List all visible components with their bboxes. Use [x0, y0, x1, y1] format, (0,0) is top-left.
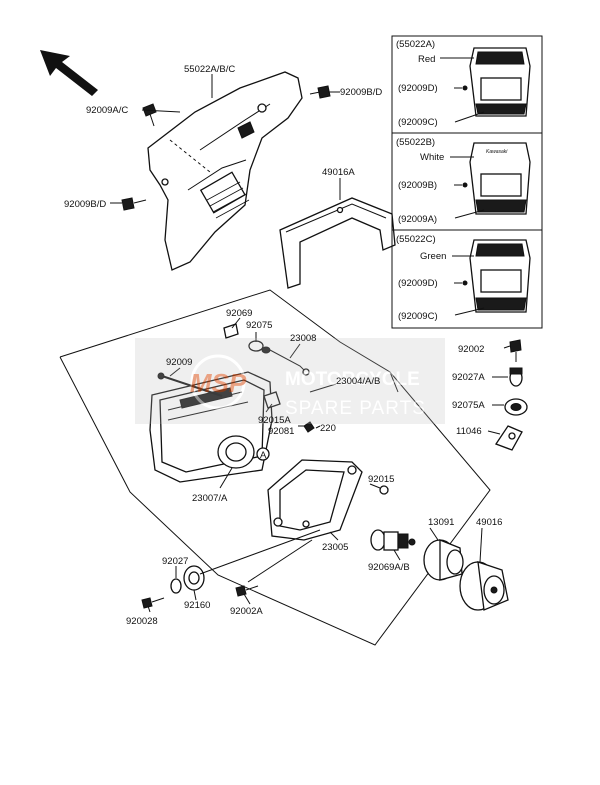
- watermark-badge: MSP: [190, 368, 247, 398]
- screw-920028: [141, 597, 165, 609]
- screw-220: [303, 421, 315, 433]
- grommet-92027: [170, 578, 182, 594]
- inset-a-screw-c: (92009C): [398, 117, 438, 128]
- bulb-92069ab: [370, 529, 416, 551]
- inset-b-kawasaki-mark: Kawasaki: [486, 149, 508, 155]
- screw-92002a: [235, 585, 259, 597]
- screw-92009bd-left: [121, 197, 147, 211]
- inset-c-title: (55022C): [396, 234, 436, 245]
- front-direction-arrow-icon: [40, 50, 98, 96]
- watermark-line1: MOTORCYCLE: [285, 369, 420, 390]
- label-11046: 11046: [456, 426, 482, 437]
- clip-92069: [223, 323, 239, 339]
- screw-92009bd-top: [309, 85, 331, 99]
- nut-92015: [379, 485, 389, 495]
- bolt-92002: [509, 339, 522, 362]
- inset-b-screw-b: (92009B): [398, 180, 437, 191]
- dust-cover-49016: [459, 561, 509, 611]
- upper-cowl: [147, 71, 303, 271]
- screw-92009ac: [142, 103, 157, 127]
- label-920028: 920028: [126, 616, 158, 627]
- labels: 55022A/B/C 92009A/C 92009B/D 92009B/D 49…: [64, 39, 508, 627]
- inset-b-color: White: [420, 152, 444, 163]
- grommet-92027a: [509, 367, 523, 387]
- label-92160: 92160: [184, 600, 210, 611]
- label-23007: 23007/A: [192, 493, 228, 504]
- label-92069ab: 92069A/B: [368, 562, 410, 573]
- inset-b-screw-a: (92009A): [398, 214, 437, 225]
- headlight-housing-23007: [149, 371, 273, 483]
- label-49016: 49016: [476, 517, 502, 528]
- label-92009bd-top: 92009B/D: [340, 87, 382, 98]
- watermark: MSP MOTORCYCLE SPARE PARTS: [135, 338, 445, 424]
- label-92009ac: 92009A/C: [86, 105, 128, 116]
- bracket-49016a: [279, 197, 396, 289]
- inset-c-screw-d: (92009D): [398, 278, 438, 289]
- label-92009: 92009: [166, 357, 192, 368]
- label-92002a: 92002A: [230, 606, 263, 617]
- spring-23008: [269, 349, 310, 376]
- label-55022abc: 55022A/B/C: [184, 64, 235, 75]
- label-23004: 23004/A/B: [336, 376, 380, 387]
- label-23005: 23005: [322, 542, 348, 553]
- label-23008: 23008: [290, 333, 316, 344]
- inset-a-color: Red: [418, 54, 435, 65]
- bracket-11046: [495, 425, 523, 451]
- label-92075: 92075: [246, 320, 272, 331]
- watermark-line2: SPARE PARTS: [285, 398, 426, 419]
- label-92027-left: 92027: [162, 556, 188, 567]
- label-92075a: 92075A: [452, 400, 485, 411]
- socket-13091: [423, 539, 464, 581]
- label-a: A: [260, 450, 267, 461]
- label-92015a: 92015A: [258, 415, 291, 426]
- label-92069: 92069: [226, 308, 252, 319]
- inset-c-color: Green: [420, 251, 446, 262]
- inset-cowl-red: [469, 47, 531, 117]
- grommet-92075a: [504, 398, 528, 416]
- inset-b-title: (55022B): [396, 137, 435, 148]
- label-13091: 13091: [428, 517, 454, 528]
- label-49016a: 49016A: [322, 167, 355, 178]
- clip-92015a: [263, 391, 281, 409]
- label-92009bd-left: 92009B/D: [64, 199, 106, 210]
- inset-cowl-green: [469, 239, 531, 313]
- color-variants-inset: [391, 35, 543, 329]
- label-92002: 92002: [458, 344, 484, 355]
- assembly-outline: [59, 289, 491, 646]
- label-220: 220: [320, 423, 336, 434]
- collar-92160: [183, 565, 205, 591]
- headlight-frame-23005: [267, 459, 363, 541]
- callout-a-circle: [256, 447, 270, 461]
- label-92081: 92081: [268, 426, 294, 437]
- inset-c-screw-c: (92009C): [398, 311, 438, 322]
- inset-cowl-white: [469, 142, 531, 215]
- inset-a-screw-d: (92009D): [398, 83, 438, 94]
- label-92015: 92015: [368, 474, 394, 485]
- label-92027a: 92027A: [452, 372, 485, 383]
- inset-a-title: (55022A): [396, 39, 435, 50]
- leader-lines: [147, 317, 511, 613]
